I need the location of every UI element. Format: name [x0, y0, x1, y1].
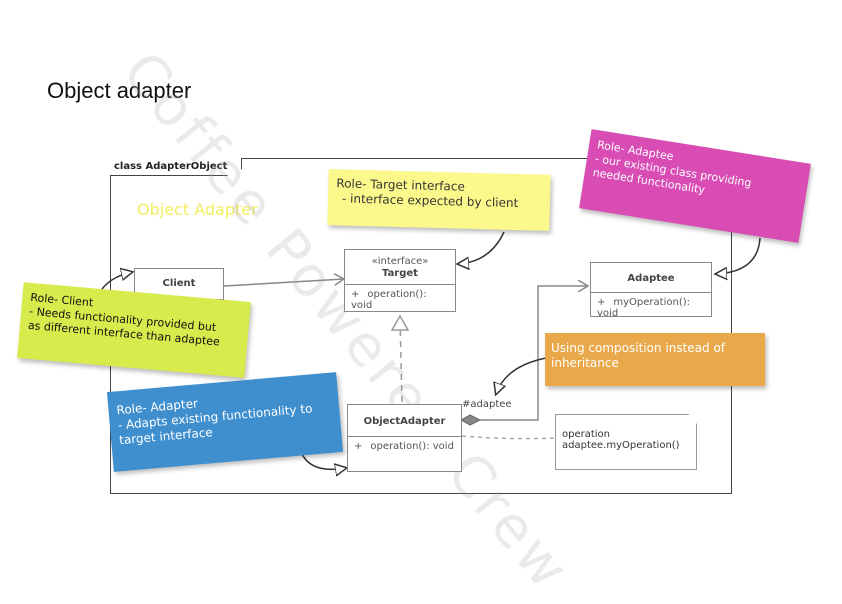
adaptee-op-visibility: + — [597, 297, 606, 308]
class-target[interactable]: «interface» Target +operation(): void — [344, 249, 456, 312]
class-object-adapter[interactable]: ObjectAdapter + operation(): void — [347, 404, 462, 472]
class-adaptee-divider — [591, 292, 711, 293]
class-object-adapter-divider — [348, 436, 461, 437]
sticky-composition: Using composition instead of inheritance — [545, 333, 765, 386]
adapter-adaptee-composition — [462, 286, 588, 420]
class-client-name: Client — [162, 278, 196, 289]
target-stereotype: «interface» — [371, 256, 429, 267]
adapter-target-realization — [399, 317, 403, 403]
client-target-association — [223, 279, 344, 287]
object-adapter-operation: + operation(): void — [348, 437, 461, 456]
object-adapter-op-text: operation(): void — [370, 441, 454, 452]
class-adaptee[interactable]: Adaptee +myOperation(): void — [590, 262, 712, 319]
object-adapter-op-visibility: + — [354, 441, 363, 452]
target-op-visibility: + — [351, 289, 360, 300]
diagram-name: Object Adapter — [137, 200, 258, 219]
target-sticky-arrow — [458, 231, 505, 264]
sticky-composition-line1: Using composition instead of — [551, 341, 726, 355]
target-op-text: operation(): void — [351, 289, 427, 311]
note-link — [461, 435, 557, 440]
class-adaptee-name: Adaptee — [627, 273, 675, 284]
class-object-adapter-name: ObjectAdapter — [363, 416, 446, 427]
frame-label: class AdapterObject — [110, 158, 243, 176]
adaptee-sticky-arrow — [716, 237, 761, 274]
composition-sticky-arrow — [496, 357, 547, 394]
code-note-line2: adaptee.myOperation() — [562, 440, 680, 451]
realization-head — [390, 314, 410, 331]
code-note[interactable]: operation adaptee.myOperation() — [555, 414, 697, 470]
class-target-divider — [345, 284, 455, 285]
adaptee-op-text: myOperation(): void — [597, 297, 690, 319]
adaptee-operation: +myOperation(): void — [591, 293, 711, 323]
code-note-line1: operation — [562, 429, 611, 440]
association-role-label: #adaptee — [462, 399, 512, 410]
adapter-sticky-arrow — [301, 453, 346, 469]
sticky-target-role: Role- Target interface - interface expec… — [327, 169, 551, 231]
class-target-name: Target — [382, 268, 418, 279]
sticky-composition-line2: inheritance — [551, 356, 619, 370]
page-title: Object adapter — [47, 78, 192, 103]
target-operation: +operation(): void — [345, 285, 455, 315]
